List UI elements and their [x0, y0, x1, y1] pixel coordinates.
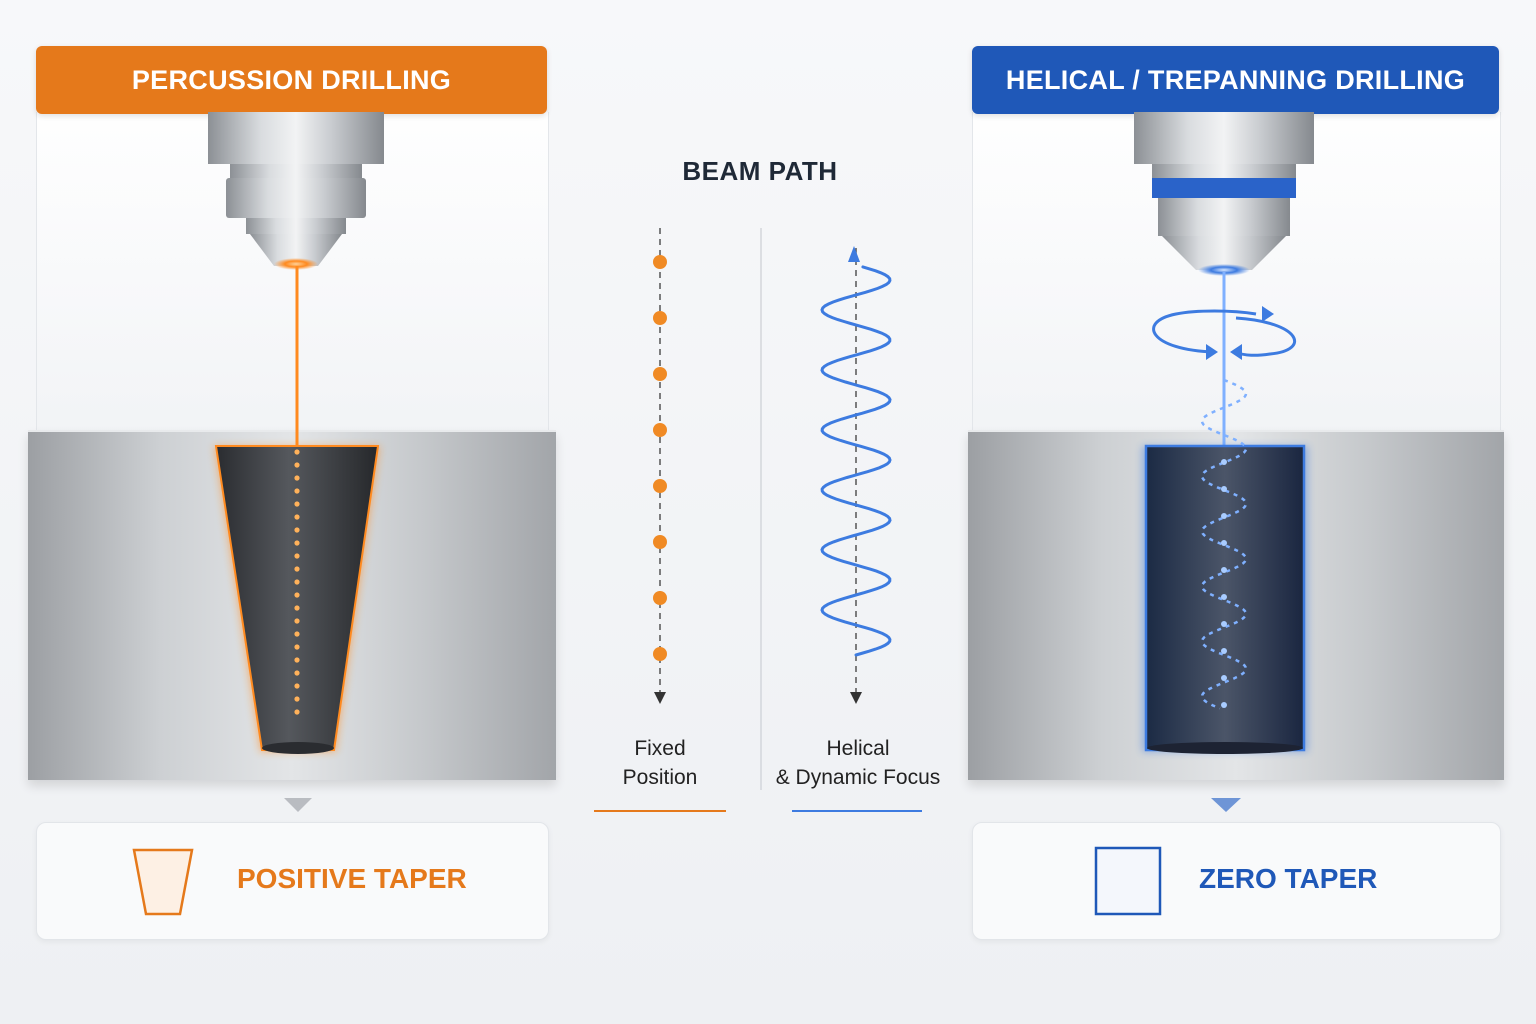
percussion-beam-dot: [294, 501, 300, 507]
percussion-beam-dot: [294, 553, 300, 559]
helical-beam-path: [820, 246, 892, 704]
fixed-position-caption: Fixed Position: [590, 734, 730, 792]
percussion-down-arrow: [284, 798, 312, 812]
percussion-beam-dot: [294, 475, 300, 481]
percussion-beam-dot: [294, 644, 300, 650]
percussion-beam-dots: [294, 449, 300, 715]
percussion-beam-dot: [294, 683, 300, 689]
fixed-path-arrow-icon: [654, 692, 666, 704]
beam-path-title: BEAM PATH: [682, 156, 838, 186]
helical-beam-dot: [1221, 567, 1227, 573]
percussion-beam-dot: [294, 709, 300, 715]
zero-taper-card: ZERO TAPER: [972, 822, 1501, 940]
helical-path-up-arrow-icon: [848, 246, 860, 262]
percussion-beam-dot: [294, 657, 300, 663]
helical-beam-spiral: [1200, 378, 1248, 710]
trapezoid-taper-icon: [132, 848, 194, 916]
rotation-arrows-icon: [1152, 309, 1297, 357]
zero-taper-label: ZERO TAPER: [1199, 863, 1378, 894]
positive-taper-card: POSITIVE TAPER: [36, 822, 549, 940]
positive-taper-label: POSITIVE TAPER: [237, 863, 467, 894]
helical-down-arrow: [1211, 798, 1241, 812]
percussion-beam-dot: [294, 462, 300, 468]
helical-caption-line-1: Helical: [826, 737, 890, 760]
fixed-path-dot: [653, 591, 667, 605]
percussion-beam-dot: [294, 579, 300, 585]
percussion-beam-dot: [294, 540, 300, 546]
fixed-path-dot: [653, 535, 667, 549]
percussion-beam-dot: [294, 618, 300, 624]
helical-drilling-title: HELICAL / TREPANNING DRILLING: [1005, 64, 1466, 95]
helical-beam-dot: [1221, 675, 1227, 681]
percussion-beam-dot: [294, 631, 300, 637]
helical-path-down-arrow-icon: [850, 692, 862, 704]
fixed-path-dot: [653, 255, 667, 269]
fixed-beam-path: [653, 228, 667, 704]
helical-focus-caption: Helical & Dynamic Focus: [760, 734, 956, 792]
helical-beam-dots: [1221, 459, 1227, 708]
fixed-path-dot: [653, 311, 667, 325]
helical-focus-underline: [792, 810, 922, 812]
helical-beam-dot: [1221, 702, 1227, 708]
fixed-path-dot: [653, 367, 667, 381]
helical-beam-dot: [1221, 540, 1227, 546]
helical-beam-dot: [1221, 621, 1227, 627]
percussion-beam-dot: [294, 696, 300, 702]
fixed-path-dot: [653, 423, 667, 437]
fixed-caption-line-1: Fixed: [634, 737, 686, 760]
fixed-position-underline: [594, 810, 726, 812]
fixed-path-dot: [653, 479, 667, 493]
percussion-drilling-title: PERCUSSION DRILLING: [131, 64, 452, 95]
tapered-hole: [214, 445, 380, 754]
percussion-beam-dot: [294, 514, 300, 520]
helical-beam-dot: [1221, 513, 1227, 519]
percussion-laser-nozzle: [208, 112, 384, 270]
fixed-path-dot: [653, 647, 667, 661]
helical-caption-line-2: & Dynamic Focus: [775, 766, 941, 789]
helical-beam-dot: [1221, 459, 1227, 465]
percussion-beam-dot: [294, 605, 300, 611]
fixed-caption-line-2: Position: [622, 766, 698, 789]
percussion-beam-dot: [294, 592, 300, 598]
percussion-beam-dot: [294, 449, 300, 455]
percussion-beam-dot: [294, 670, 300, 676]
percussion-beam-dot: [294, 527, 300, 533]
helical-laser-nozzle: [1134, 112, 1314, 276]
helical-beam-dot: [1221, 648, 1227, 654]
helical-drilling-header: HELICAL / TREPANNING DRILLING: [972, 46, 1499, 114]
helical-beam-dot: [1221, 594, 1227, 600]
percussion-beam-dot: [294, 566, 300, 572]
percussion-drilling-header: PERCUSSION DRILLING: [36, 46, 547, 114]
percussion-beam-dot: [294, 488, 300, 494]
square-zero-taper-icon: [1094, 846, 1162, 916]
helical-beam-dot: [1221, 486, 1227, 492]
